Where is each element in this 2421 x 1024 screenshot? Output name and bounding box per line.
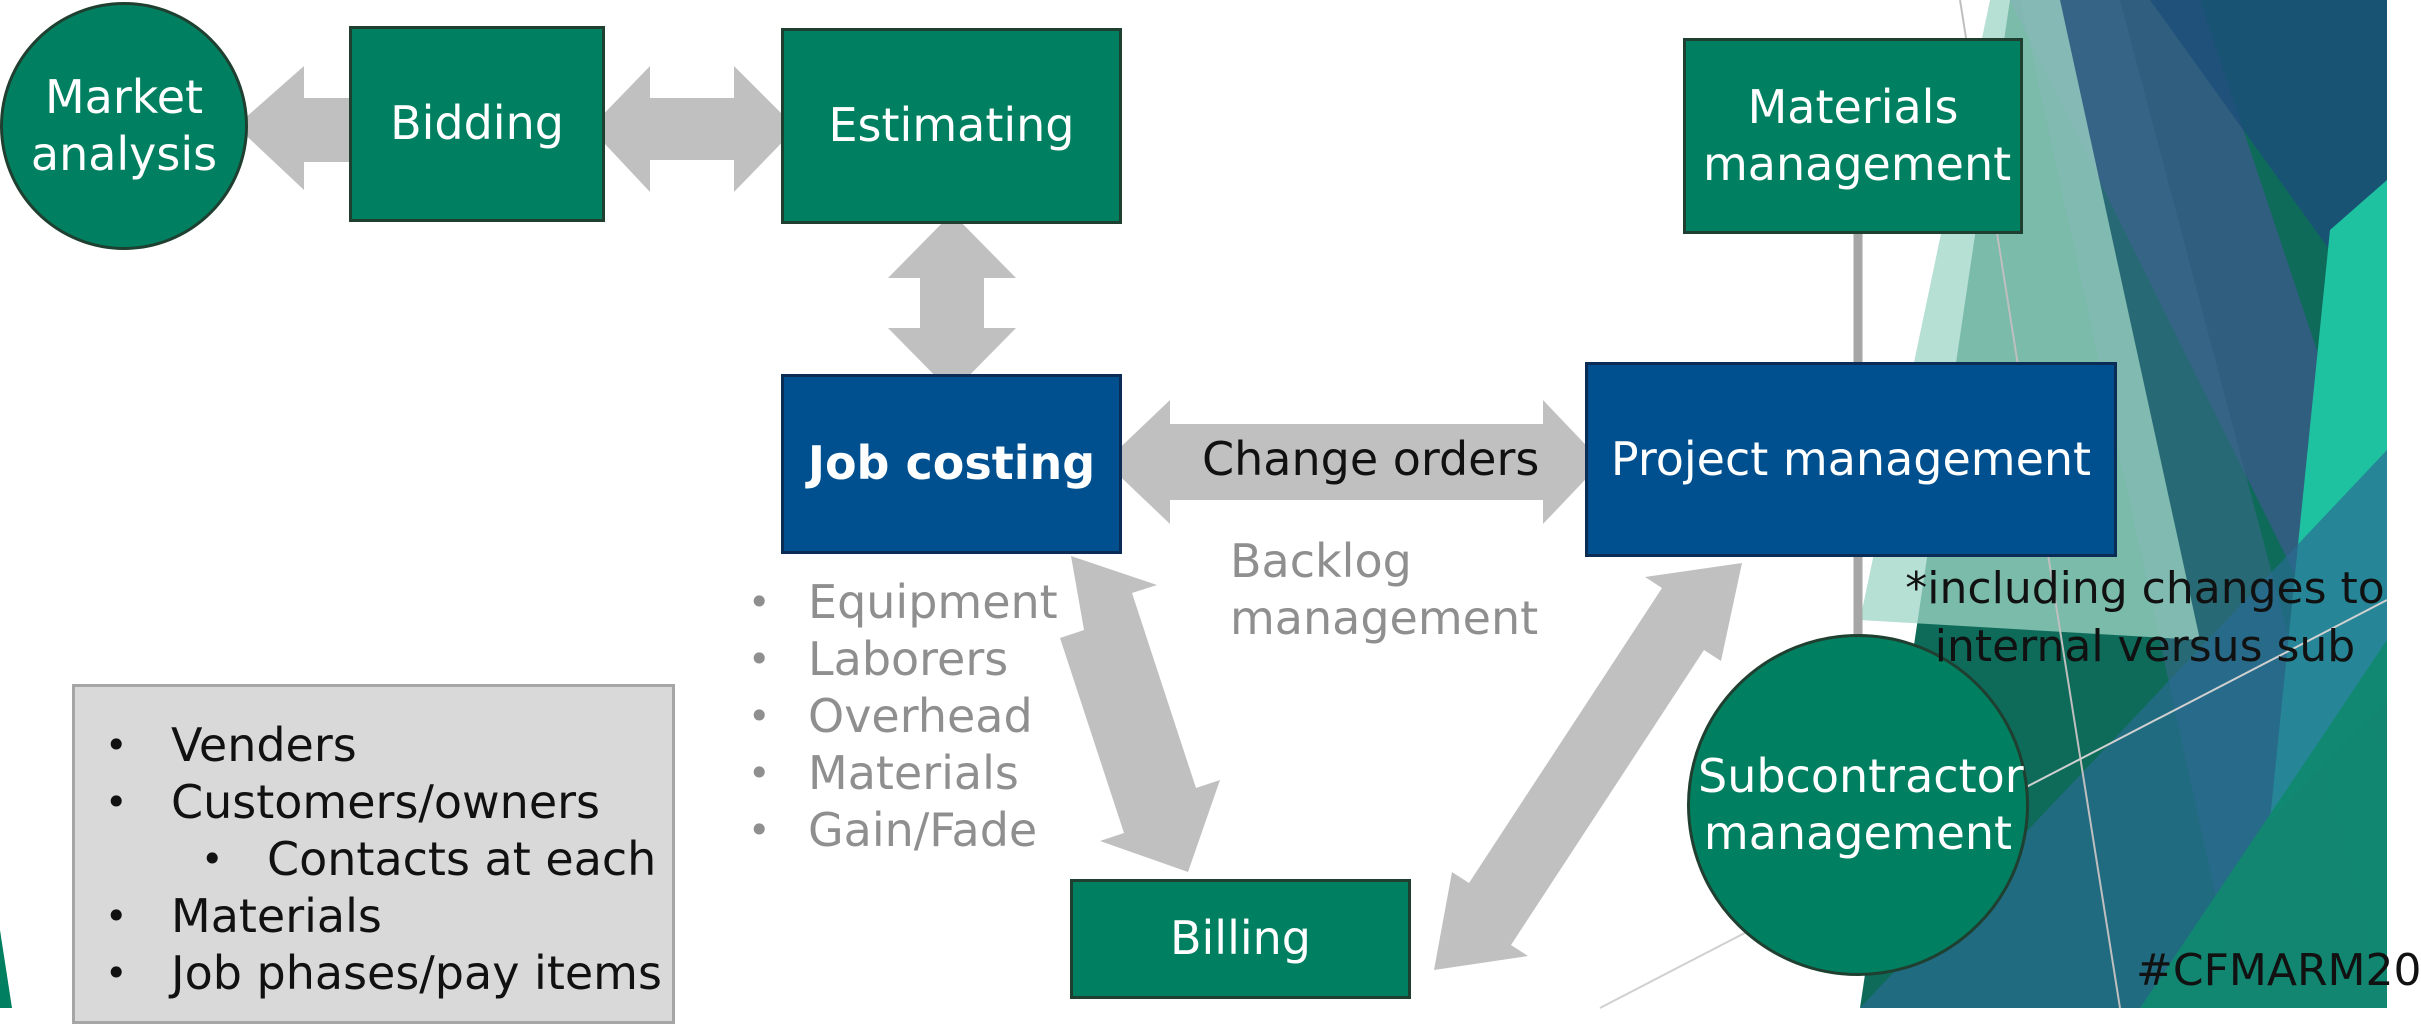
list-item: Materials bbox=[105, 888, 672, 945]
list-item: Job phases/pay items bbox=[105, 945, 672, 1002]
subcontractor-management-label: Subcontractor management bbox=[1698, 748, 2024, 861]
project-management-label: Project management bbox=[1610, 431, 2092, 486]
bg-corner bbox=[0, 930, 12, 1008]
list-item: Contacts at each bbox=[105, 831, 672, 888]
materials-management-label: Materials management bbox=[1703, 79, 2012, 192]
hashtag-label: #CFMARM20 bbox=[2136, 945, 2421, 996]
list-item: Gain/Fade bbox=[748, 802, 1058, 859]
changes-note-line-2: internal versus sub bbox=[1934, 621, 2356, 672]
billing-label: Billing bbox=[1169, 911, 1312, 966]
subcontractor-management-node: Subcontractor management bbox=[1687, 634, 2029, 976]
market-analysis-label: Market analysis bbox=[30, 69, 218, 182]
bidding-label: Bidding bbox=[390, 96, 564, 151]
arrow-bidding-estimating bbox=[590, 66, 796, 192]
job-cost-items-list: Equipment Laborers Overhead Materials Ga… bbox=[748, 574, 1058, 859]
list-item: Venders bbox=[105, 717, 672, 774]
project-management-node: Project management bbox=[1585, 362, 2117, 557]
list-item: Customers/owners bbox=[105, 774, 672, 831]
changes-note: *including changes to internal versus su… bbox=[1895, 560, 2395, 676]
list-item: Laborers bbox=[748, 631, 1058, 688]
market-analysis-node: Market analysis bbox=[0, 2, 248, 250]
list-item: Overhead bbox=[748, 688, 1058, 745]
changes-note-line-1: *including changes to bbox=[1905, 563, 2385, 614]
estimating-node: Estimating bbox=[781, 28, 1122, 224]
arrow-bidding-to-market bbox=[236, 66, 365, 190]
list-item: Materials bbox=[748, 745, 1058, 802]
change-orders-label: Change orders bbox=[1202, 432, 1540, 486]
list-item: Equipment bbox=[748, 574, 1058, 631]
arrow-estimating-jobcosting bbox=[888, 213, 1016, 393]
job-costing-label: Job costing bbox=[807, 436, 1096, 491]
arrows-layer bbox=[236, 66, 1863, 970]
arrow-billing-projectmgmt bbox=[1434, 563, 1742, 970]
job-costing-node: Job costing bbox=[781, 374, 1122, 554]
billing-node: Billing bbox=[1070, 879, 1411, 999]
arrow-change-orders bbox=[1105, 400, 1602, 524]
bg-triangle bbox=[2140, 640, 2387, 1008]
bidding-node: Bidding bbox=[349, 26, 605, 222]
bg-triangle bbox=[2150, 0, 2387, 330]
backlog-management-label: Backlog management bbox=[1230, 534, 1539, 645]
master-data-box: Venders Customers/owners Contacts at eac… bbox=[72, 684, 675, 1024]
arrow-jobcosting-billing bbox=[1060, 556, 1220, 872]
materials-management-node: Materials management bbox=[1683, 38, 2023, 234]
estimating-label: Estimating bbox=[828, 98, 1075, 153]
